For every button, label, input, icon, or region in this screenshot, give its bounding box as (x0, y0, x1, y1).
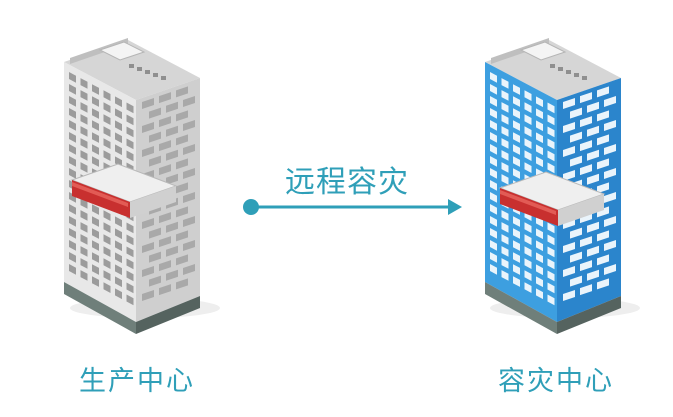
disaster-recovery-center-building-icon (485, 38, 621, 334)
right-server-icon (498, 171, 606, 226)
connection-label: 远程容灾 (285, 165, 409, 200)
disaster-recovery-center-label: 容灾中心 (498, 366, 614, 397)
arrow-head-icon (448, 199, 462, 215)
production-center-label: 生产中心 (79, 366, 195, 397)
replication-arrow (243, 199, 462, 215)
left-server-icon (70, 163, 178, 218)
